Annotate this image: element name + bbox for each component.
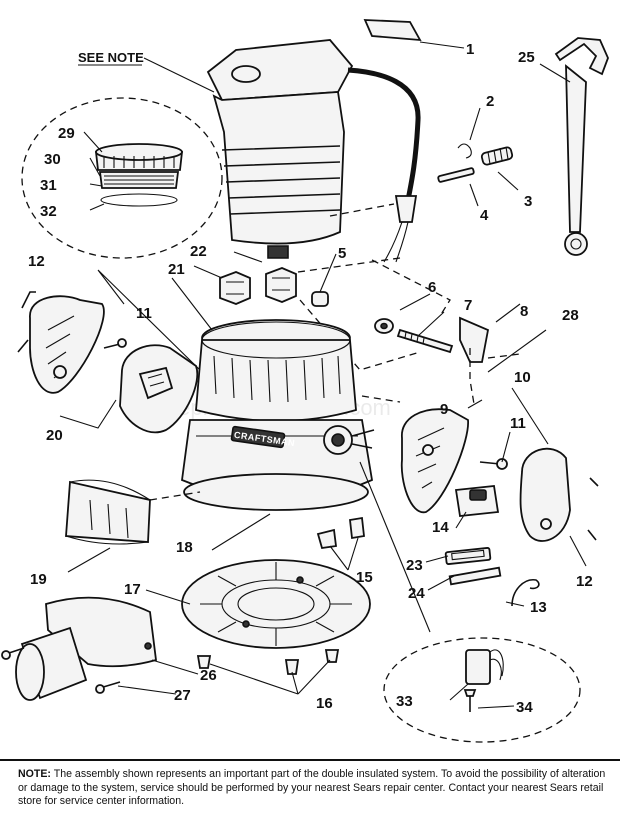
brush-holder xyxy=(437,167,475,183)
capacitor xyxy=(465,649,504,685)
handle-screw xyxy=(103,338,127,349)
adapter-screw xyxy=(95,681,121,694)
collet-nut xyxy=(219,271,251,305)
switch-wire xyxy=(511,579,540,607)
part-label-24: 24 xyxy=(408,585,425,602)
right-handle-shell xyxy=(400,408,469,513)
power-cord xyxy=(347,67,421,201)
part-label-28: 28 xyxy=(562,307,579,324)
note-block: NOTE: The assembly shown represents an i… xyxy=(18,768,614,809)
capacitor-screw xyxy=(463,689,477,712)
part-label-7: 7 xyxy=(464,297,472,314)
switch xyxy=(454,485,500,517)
locking-screw xyxy=(396,328,454,354)
part-label-20: 20 xyxy=(46,427,63,444)
part-label-22: 22 xyxy=(190,243,207,260)
part-label-3: 3 xyxy=(524,193,532,210)
right-handle-cover xyxy=(519,447,571,542)
part-label-19: 19 xyxy=(30,571,47,588)
depth-ring-group xyxy=(21,97,223,259)
part-label-21: 21 xyxy=(168,261,185,278)
dust-adapter xyxy=(15,596,157,701)
sub-base xyxy=(181,559,371,649)
part-label-29: 29 xyxy=(58,125,75,142)
switch-plate xyxy=(448,566,502,586)
part-label-32: 32 xyxy=(40,203,57,220)
part-label-2: 2 xyxy=(486,93,494,110)
collet xyxy=(265,267,297,303)
part-label-8: 8 xyxy=(520,303,528,320)
part-label-1: 1 xyxy=(466,41,474,58)
part-label-23: 23 xyxy=(406,557,423,574)
part-label-15: 15 xyxy=(356,569,373,586)
cord-protector xyxy=(394,195,418,223)
part-label-11-left: 11 xyxy=(136,305,152,322)
wrench xyxy=(554,37,609,256)
brush xyxy=(480,146,514,166)
part-label-27: 27 xyxy=(174,687,191,704)
left-handle-shell xyxy=(29,295,105,394)
part-label-14: 14 xyxy=(432,519,449,536)
part-label-10: 10 xyxy=(514,369,531,386)
cord-clamp xyxy=(323,425,375,455)
part-label-16: 16 xyxy=(316,695,333,712)
part-label-12-right: 12 xyxy=(576,573,593,590)
note-text: The assembly shown represents an importa… xyxy=(18,768,606,807)
part-label-6: 6 xyxy=(428,279,436,296)
part-label-13: 13 xyxy=(530,599,547,616)
part-label-31: 31 xyxy=(40,177,57,194)
motor-housing xyxy=(206,39,354,259)
part-label-11-right: 11 xyxy=(510,415,526,432)
switch-boot xyxy=(444,547,492,565)
part-label-34: 34 xyxy=(516,699,533,716)
router-base: CRAFTSMAN xyxy=(181,319,374,511)
part-label-33: 33 xyxy=(396,693,413,710)
note-divider xyxy=(0,759,620,761)
adapter-screw-left xyxy=(1,647,25,660)
spring-clip xyxy=(316,528,338,550)
depth-adjust-ring xyxy=(94,143,184,207)
lock-lever xyxy=(459,316,490,363)
part-label-4: 4 xyxy=(480,207,489,224)
brush-spring xyxy=(457,143,472,159)
part-label-30: 30 xyxy=(44,151,61,168)
part-label-18: 18 xyxy=(176,539,193,556)
part-label-12-left: 12 xyxy=(28,253,45,270)
chip-shield xyxy=(65,479,151,545)
left-handle-cover xyxy=(119,344,199,434)
part-label-26: 26 xyxy=(200,667,217,684)
lock-nut xyxy=(311,291,329,307)
part-label-5: 5 xyxy=(338,245,346,262)
part-label-17: 17 xyxy=(124,581,141,598)
note-label: NOTE: xyxy=(18,768,51,780)
part-label-25: 25 xyxy=(518,49,535,66)
see-note-label: SEE NOTE xyxy=(78,50,144,65)
part-label-9: 9 xyxy=(440,401,448,418)
label-plate xyxy=(363,19,422,42)
exploded-parts-diagram: eReplacementParts.com xyxy=(1,19,609,743)
capacitor-group xyxy=(383,637,581,743)
handle-screw-right xyxy=(479,458,508,470)
base-screws xyxy=(196,649,340,675)
